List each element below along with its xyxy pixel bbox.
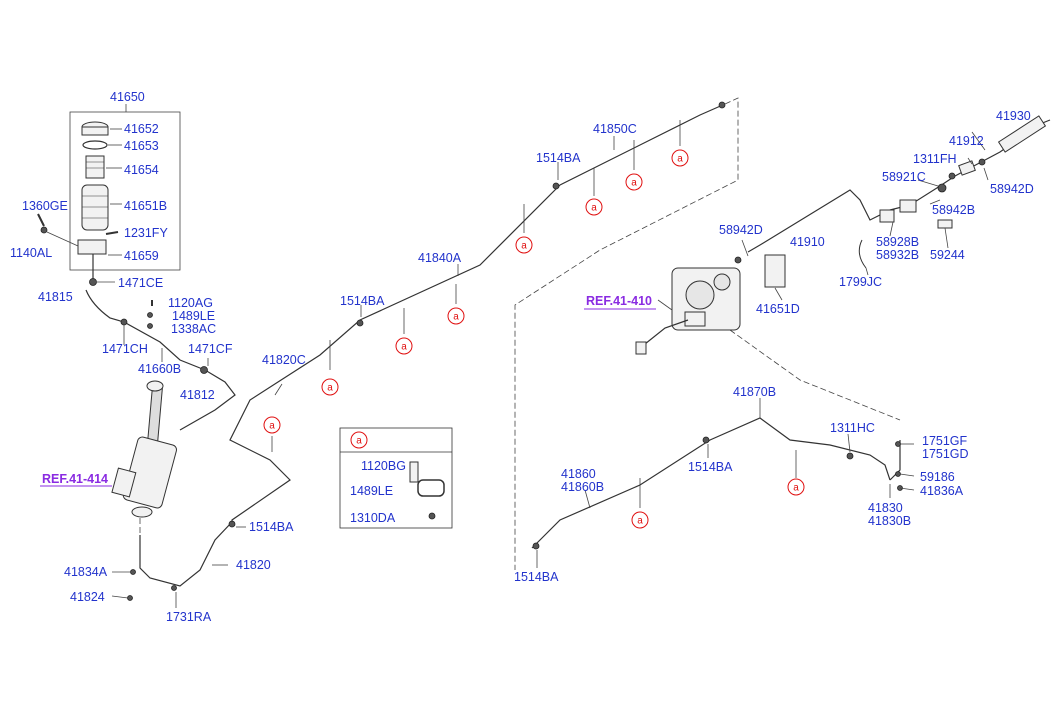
part-41815-label[interactable]: 41815 [38,290,73,304]
part-58942D-label-2[interactable]: 58942D [719,223,763,237]
legend-item-1310DA: 1310DA [350,511,396,525]
part-1360GE-label[interactable]: 1360GE [22,199,68,213]
main-clutch-pipe [229,101,726,528]
part-1120AG-label[interactable]: 1120AG [168,296,213,310]
part-1514BA-label-5[interactable]: 1514BA [514,570,559,584]
reservoir-assembly [37,104,181,286]
marker-a-1: a [269,421,275,432]
part-41836A-label[interactable]: 41836A [920,484,964,498]
part-1489LE-label[interactable]: 1489LE [172,309,215,323]
ref-41-410-link[interactable]: REF.41-410 [586,294,652,308]
legend-box: a 1120BG 1489LE 1310DA [339,427,453,529]
legend-item-1489LE: 1489LE [350,484,393,498]
part-1471CH-label[interactable]: 1471CH [102,342,148,356]
part-1751GF-label[interactable]: 1751GF [922,434,968,448]
part-41812-label[interactable]: 41812 [180,388,215,402]
marker-a-circle-6 [585,198,603,216]
marker-a-4: a [453,312,459,323]
marker-a-3: a [401,342,407,353]
marker-a-circle-3 [395,337,413,355]
part-58942D-label-1[interactable]: 58942D [990,182,1034,196]
marker-a-7: a [631,178,637,189]
part-1799JC-label[interactable]: 1799JC [839,275,882,289]
part-41860-label[interactable]: 41860 [561,467,596,481]
legend-marker: a [356,436,362,447]
part-41912-label[interactable]: 41912 [949,134,984,148]
part-41860B-label[interactable]: 41860B [561,480,604,494]
part-1311HC-label[interactable]: 1311HC [830,421,875,435]
part-41930-label[interactable]: 41930 [996,109,1031,123]
part-41820C-label[interactable]: 41820C [262,353,306,367]
marker-a-circle-9 [631,511,649,529]
part-1471CF-label[interactable]: 1471CF [188,342,233,356]
marker-a-5: a [521,241,527,252]
part-41651D-label[interactable]: 41651D [756,302,800,316]
part-1731RA-label[interactable]: 1731RA [166,610,212,624]
legend-item-1120BG: 1120BG [361,459,406,473]
part-41650-label[interactable]: 41650 [110,90,145,104]
part-41660B-label[interactable]: 41660B [138,362,181,376]
marker-group: a a a a a a a a a a [263,149,805,529]
part-41830B-label[interactable]: 41830B [868,514,911,528]
part-58928B-label[interactable]: 58928B [876,235,919,249]
marker-a-10: a [793,483,799,494]
part-1751GD-label[interactable]: 1751GD [922,447,969,461]
part-1514BA-label-2[interactable]: 1514BA [340,294,385,308]
dashed-boundaries [514,97,901,570]
part-59186-label[interactable]: 59186 [920,470,955,484]
master-cylinder [111,380,236,608]
part-labels: 41650 41652 41653 41654 41651B 1231FY 41… [10,90,1034,624]
part-41850C-label[interactable]: 41850C [593,122,637,136]
part-59244-label[interactable]: 59244 [930,248,965,262]
part-41654-label[interactable]: 41654 [124,163,159,177]
marker-a-circle-8 [671,149,689,167]
part-41653-label[interactable]: 41653 [124,139,159,153]
hose-and-pipe-41812 [85,289,236,431]
marker-arrows [271,120,797,508]
part-1514BA-label-4[interactable]: 1514BA [688,460,733,474]
part-58921C-label[interactable]: 58921C [882,170,926,184]
marker-a-circle-10 [787,478,805,496]
marker-a-circle-5 [515,236,533,254]
marker-a-circle-2 [321,378,339,396]
part-41910-label[interactable]: 41910 [790,235,825,249]
part-58932B-label[interactable]: 58932B [876,248,919,262]
part-41870B-label[interactable]: 41870B [733,385,776,399]
marker-a-circle-1 [263,416,281,434]
part-41651B-label[interactable]: 41651B [124,199,167,213]
marker-a-6: a [591,203,597,214]
part-41834A-label[interactable]: 41834A [64,565,108,579]
part-1311FH-label[interactable]: 1311FH [913,152,957,166]
part-41652-label[interactable]: 41652 [124,122,159,136]
lower-right-pipe [531,398,915,568]
part-1514BA-label-3[interactable]: 1514BA [536,151,581,165]
part-1338AC-label[interactable]: 1338AC [171,322,216,336]
part-1514BA-label-1[interactable]: 1514BA [249,520,294,534]
marker-a-8: a [677,154,683,165]
marker-a-2: a [327,383,333,394]
part-41820-label[interactable]: 41820 [236,558,271,572]
part-1471CE-label[interactable]: 1471CE [118,276,163,290]
slave-cylinder-assembly [635,115,1051,355]
part-41830-label[interactable]: 41830 [868,501,903,515]
part-58942B-label[interactable]: 58942B [932,203,975,217]
part-41824-label[interactable]: 41824 [70,590,105,604]
reference-links: REF.41-414 REF.41-410 [40,294,656,487]
part-1231FY-label[interactable]: 1231FY [124,226,168,240]
part-41659-label[interactable]: 41659 [124,249,159,263]
part-1140AL-label[interactable]: 1140AL [10,246,52,260]
marker-a-circle-4 [447,307,465,325]
marker-a-9: a [637,516,643,527]
part-41840A-label[interactable]: 41840A [418,251,462,265]
ref-41-414-link[interactable]: REF.41-414 [42,472,108,486]
marker-a-circle-7 [625,173,643,191]
